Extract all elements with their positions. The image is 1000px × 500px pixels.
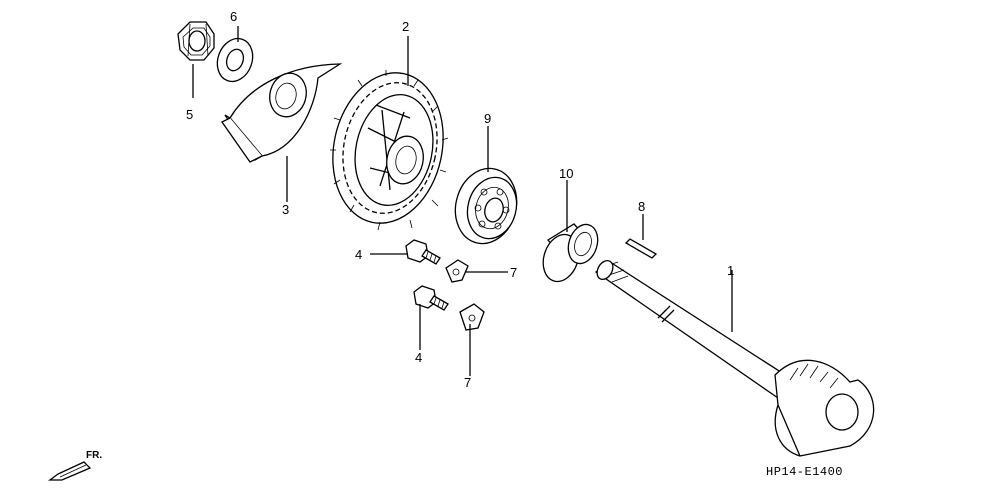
leader-lines	[192, 26, 733, 376]
callout-1: 1	[727, 263, 735, 278]
callout-6: 6	[230, 9, 238, 24]
callout-9: 9	[484, 111, 492, 126]
part-needle-bearing	[542, 223, 599, 283]
forward-arrow-icon	[48, 461, 92, 481]
callout-2: 2	[402, 19, 410, 34]
callout-7-lower: 7	[464, 375, 472, 390]
part-washer	[216, 37, 254, 83]
callout-7-upper: 7	[510, 265, 518, 280]
drawing-reference-code: HP14-E1400	[766, 465, 844, 479]
part-guide-plate	[221, 63, 343, 163]
part-bolt-lower	[413, 285, 449, 311]
callout-10: 10	[559, 166, 574, 181]
forward-direction-label: FR.	[86, 450, 103, 461]
part-key-pin	[624, 238, 658, 259]
part-clip-upper	[445, 259, 469, 283]
callout-4-lower: 4	[415, 350, 423, 365]
callout-4-upper: 4	[355, 247, 363, 262]
part-bolt-upper	[405, 239, 441, 265]
part-clip-lower	[459, 303, 485, 331]
part-sprocket	[330, 70, 449, 231]
callout-8: 8	[638, 199, 646, 214]
part-shaft	[594, 260, 875, 457]
callout-5: 5	[186, 107, 194, 122]
callout-3: 3	[282, 202, 290, 217]
part-ball-bearing	[454, 167, 518, 245]
part-lock-nut	[177, 21, 215, 61]
